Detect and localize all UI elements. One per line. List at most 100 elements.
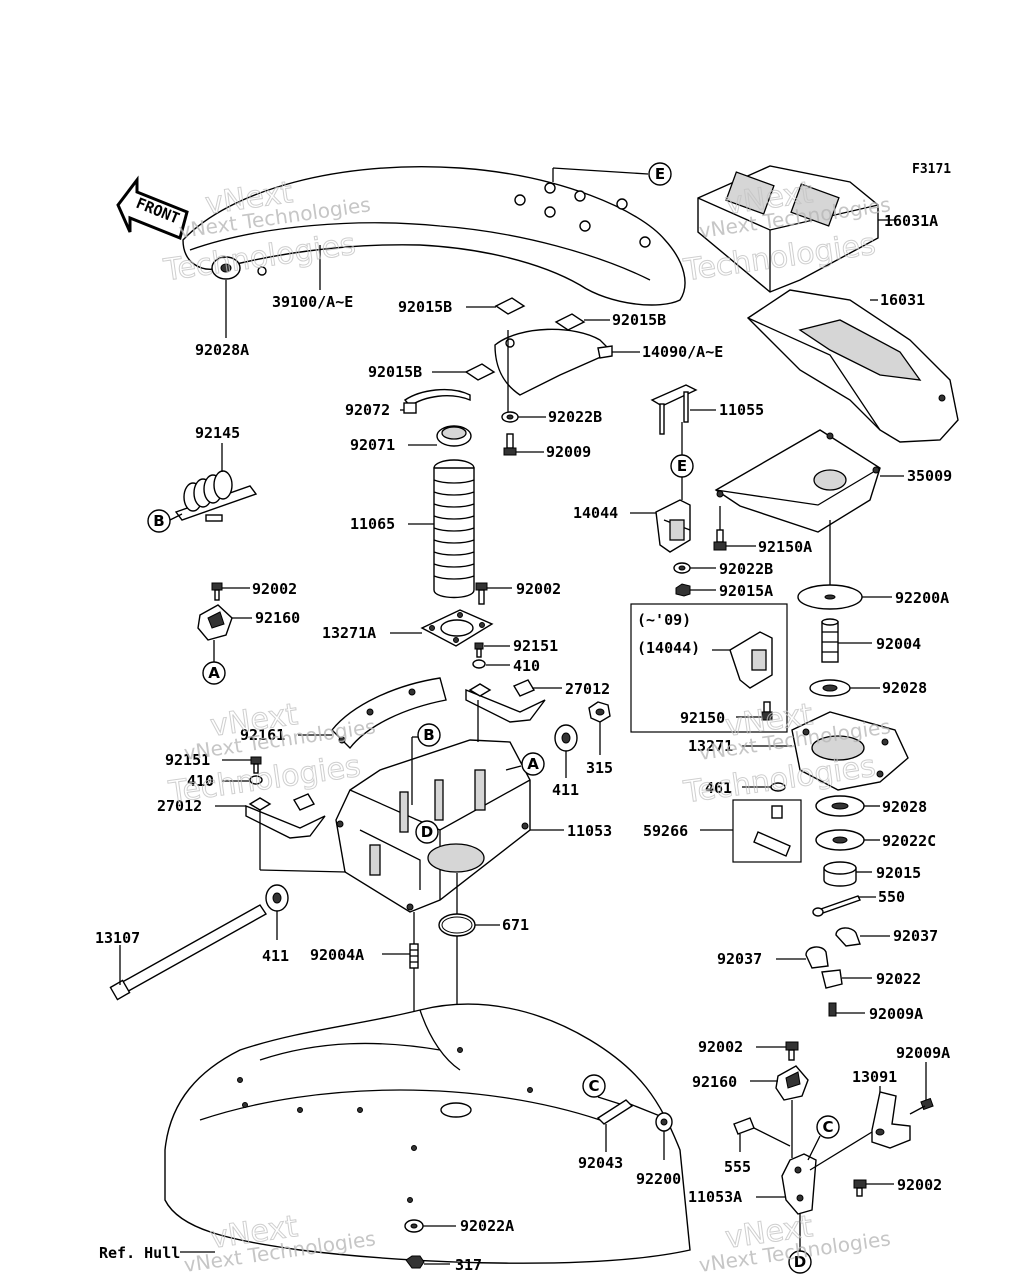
- label-92022: 92022: [876, 970, 921, 988]
- grommet-92028a-drawing: [211, 256, 241, 280]
- bracket-92160-bottom-drawing: [775, 1065, 809, 1101]
- label-13271: 13271: [688, 737, 733, 755]
- label-671: 671: [502, 916, 529, 934]
- callout-e-right: E: [670, 454, 694, 478]
- callout-e-top: E: [648, 162, 672, 186]
- callout-b-left: B: [147, 509, 171, 533]
- washer-461-drawing: [770, 782, 786, 792]
- inset-box-2009: (~'09) (14044) 92150: [630, 603, 788, 733]
- bolt-13107-drawing: [109, 904, 268, 1001]
- rail-92161-drawing: [331, 677, 447, 750]
- svg-text:D: D: [794, 1253, 806, 1271]
- label-92150a: 92150A: [758, 538, 812, 556]
- nut-315-drawing: [588, 701, 611, 723]
- label-92160-1: 92160: [255, 609, 300, 627]
- bolt-92150a-drawing: [713, 529, 727, 551]
- label-92028a: 92028A: [195, 341, 249, 359]
- label-92015: 92015: [876, 864, 921, 882]
- o-ring-671-drawing: [438, 913, 476, 937]
- clamp-band-92072-drawing: [403, 388, 471, 414]
- washer-92022b-drawing: [501, 411, 519, 423]
- label-11055: 11055: [719, 401, 764, 419]
- label-14044: 14044: [573, 504, 618, 522]
- svg-text:A: A: [208, 664, 220, 682]
- bolt-92002-center-drawing: [475, 582, 488, 605]
- clamp-92037-drawing: [805, 927, 861, 969]
- label-11053a: 11053A: [688, 1188, 742, 1206]
- label-92002-3: 92002: [698, 1038, 743, 1056]
- label-411-1: 411: [552, 781, 579, 799]
- label-555: 555: [724, 1158, 751, 1176]
- cover-16031-drawing: [746, 289, 959, 443]
- label-92151-2: 92151: [165, 751, 210, 769]
- washer-92022c-drawing: [815, 829, 865, 851]
- washer-92022a-drawing: [404, 1219, 424, 1233]
- stud-92004a-drawing: [409, 943, 419, 969]
- label-92150: 92150: [680, 709, 725, 727]
- hull-deck-drawing: [164, 1003, 691, 1264]
- label-92037-1: 92037: [893, 927, 938, 945]
- svg-text:A: A: [527, 755, 539, 773]
- label-411-2: 411: [262, 947, 289, 965]
- label-92009: 92009: [546, 443, 591, 461]
- svg-text:B: B: [153, 512, 164, 530]
- nut-92015a-drawing: [675, 583, 691, 597]
- washer-411-right-drawing: [554, 724, 578, 752]
- svg-text:E: E: [655, 165, 665, 183]
- pin-92043-drawing: [596, 1099, 634, 1125]
- label-13271a: 13271A: [322, 624, 376, 642]
- label-317: 317: [455, 1256, 482, 1274]
- label-92015b-2: 92015B: [612, 311, 666, 329]
- label-410-2: 410: [187, 772, 214, 790]
- washer-411-left-drawing: [265, 884, 289, 912]
- svg-text:C: C: [822, 1118, 833, 1136]
- bracket-27012-center-drawing: [465, 679, 546, 723]
- label-92145: 92145: [195, 424, 240, 442]
- callout-a-base: A: [521, 752, 545, 776]
- callout-c-bottom: C: [582, 1074, 606, 1098]
- stud-92004-drawing: [821, 618, 839, 663]
- label-92022c: 92022C: [882, 832, 936, 850]
- washer-92200a-drawing: [797, 584, 863, 610]
- label-92151-1: 92151: [513, 637, 558, 655]
- callout-a-left: A: [202, 661, 226, 685]
- screw-92151-left-drawing: [249, 756, 263, 785]
- label-16031a: 16031A: [884, 212, 938, 230]
- label-92022a: 92022A: [460, 1217, 514, 1235]
- washer-92200-drawing: [655, 1112, 673, 1132]
- inset-note: (~'09): [637, 611, 691, 629]
- svg-text:D: D: [421, 823, 433, 841]
- washer-92028-2-drawing: [815, 795, 865, 817]
- label-27012-2: 27012: [157, 797, 202, 815]
- label-92200a: 92200A: [895, 589, 949, 607]
- screw-92151-center-drawing: [472, 642, 486, 669]
- label-92015b-1: 92015B: [398, 298, 452, 316]
- pin-550-drawing: [812, 895, 861, 917]
- label-92002-2: 92002: [516, 580, 561, 598]
- label-410-1: 410: [513, 657, 540, 675]
- callout-d-base: D: [415, 820, 439, 844]
- bracket-92160-left-drawing: [197, 604, 233, 641]
- figure-id: F3171: [912, 162, 951, 177]
- label-13107: 13107: [95, 929, 140, 947]
- label-92009a-2: 92009A: [896, 1044, 950, 1062]
- label-92004: 92004: [876, 635, 921, 653]
- label-39100: 39100/A~E: [272, 293, 353, 311]
- label-35009: 35009: [907, 467, 952, 485]
- nut-92015-drawing: [823, 861, 857, 887]
- label-92004a: 92004A: [310, 946, 364, 964]
- label-92015a: 92015A: [719, 582, 773, 600]
- callout-b-base: B: [417, 723, 441, 747]
- bolt-92002-bottom-drawing: [785, 1041, 799, 1061]
- label-92161: 92161: [240, 726, 285, 744]
- label-92022b-1: 92022B: [548, 408, 602, 426]
- fitting-59266-drawing: [732, 799, 802, 863]
- label-92037-2: 92037: [717, 950, 762, 968]
- bellows-boot-11065-drawing: [433, 459, 475, 599]
- label-92200: 92200: [636, 1170, 681, 1188]
- label-550: 550: [878, 888, 905, 906]
- label-92028-2: 92028: [882, 798, 927, 816]
- cap-92071-drawing: [436, 425, 472, 447]
- hood-cover-drawing: [182, 166, 686, 306]
